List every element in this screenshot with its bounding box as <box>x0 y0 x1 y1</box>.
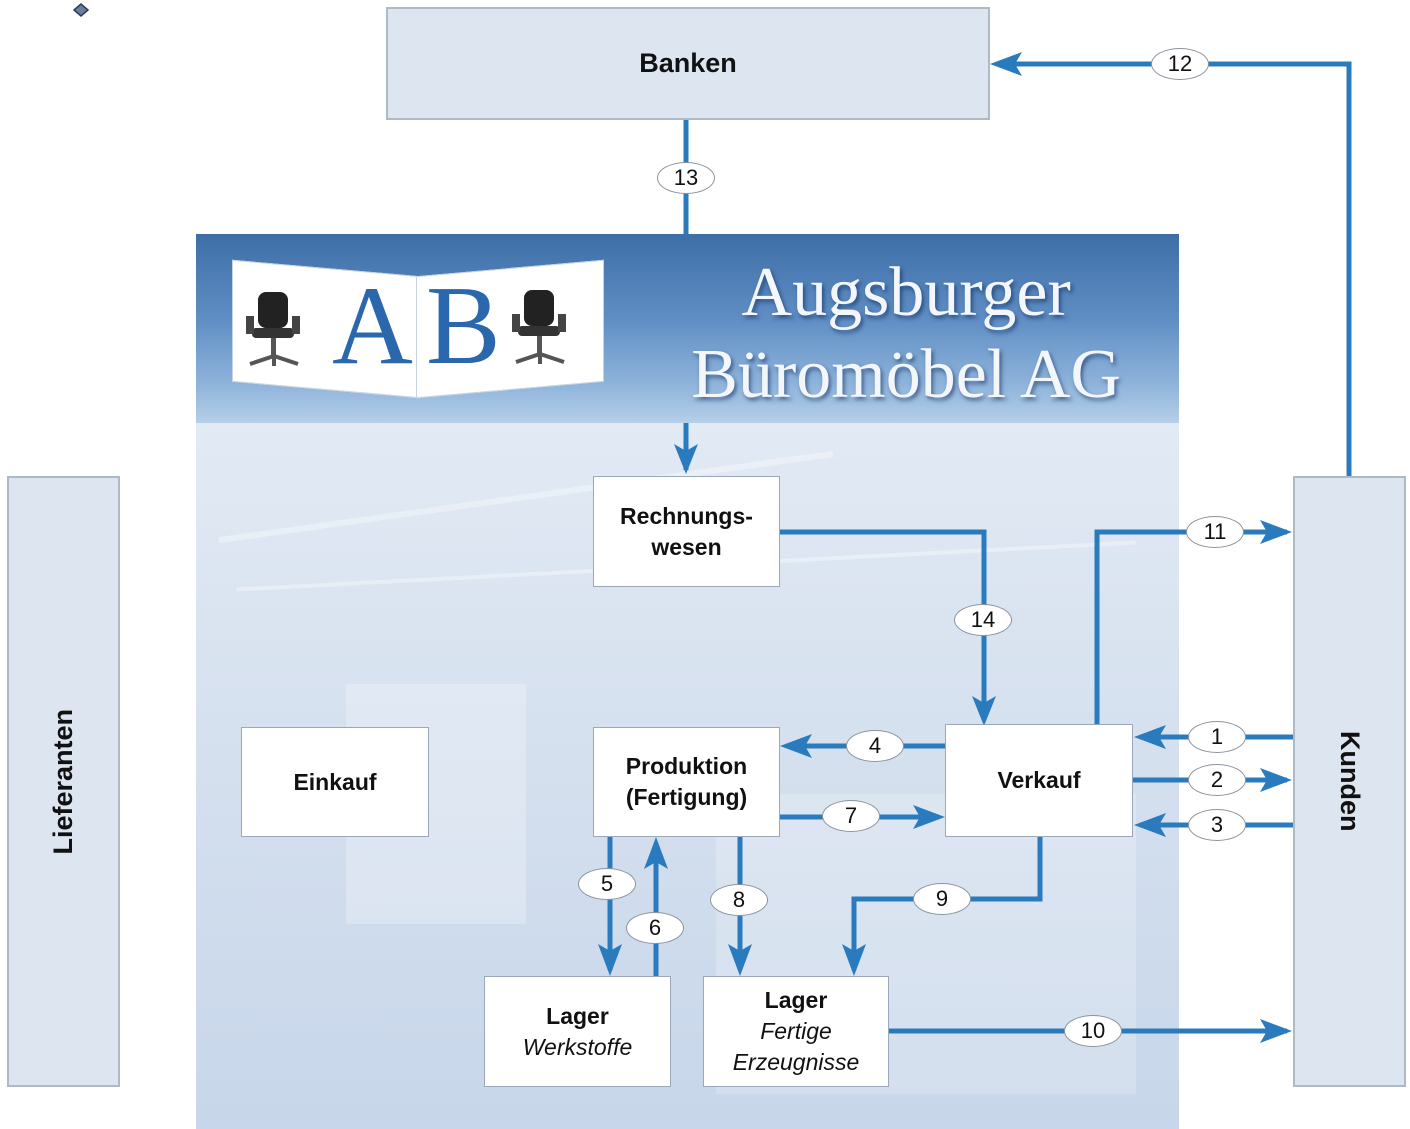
arrowhead-4 <box>780 734 812 758</box>
lager-werkstoffe-title: Lager <box>546 1002 609 1029</box>
einkauf-label: Einkauf <box>293 768 377 795</box>
flow-label-6: 6 <box>626 912 684 944</box>
corner-marker-icon <box>72 3 90 17</box>
flow-label-14: 14 <box>954 604 1012 636</box>
company-area: A B Augsburger Büromöbel AG <box>196 234 1179 1129</box>
arrowhead-14 <box>972 696 996 726</box>
flow-11 <box>1094 529 1287 724</box>
arrowhead-2 <box>1260 768 1292 792</box>
flow-label-4: 4 <box>846 730 904 762</box>
flow-label-9: 9 <box>913 883 971 915</box>
company-name: Augsburger Büromöbel AG <box>691 252 1121 416</box>
lager-fertige-sub-1: Fertige <box>760 1018 832 1044</box>
flow-12 <box>998 61 1352 476</box>
flow-14 <box>780 529 987 720</box>
office-chair-icon <box>512 290 566 364</box>
flow-label-13: 13 <box>657 162 715 194</box>
arrowhead-9 <box>842 944 866 976</box>
flow-label-1: 1 <box>1188 721 1246 753</box>
arrowhead-10 <box>1260 1019 1292 1043</box>
company-name-line1: Augsburger <box>741 254 1071 331</box>
produktion-label-2: (Fertigung) <box>625 784 748 810</box>
rechnungswesen-label: Rechnungs- wesen <box>620 502 753 560</box>
arrowhead-11 <box>1260 520 1292 544</box>
company-name-line2: Büromöbel AG <box>691 336 1121 413</box>
rechnungswesen-box: Rechnungs- wesen <box>593 476 780 587</box>
lager-fertige-title: Lager <box>764 987 828 1013</box>
arrowhead-12 <box>990 52 1022 76</box>
company-logo: A B <box>228 248 606 408</box>
arrowhead-8 <box>728 944 752 976</box>
arrowhead-7 <box>913 805 945 829</box>
flow-label-8: 8 <box>710 884 768 916</box>
office-chair-icon <box>246 292 300 366</box>
kunden-label: Kunden <box>1335 731 1365 832</box>
flow-label-7: 7 <box>822 800 880 832</box>
logo-letter-b: B <box>426 264 501 388</box>
lager-fertige-box: Lager Fertige Erzeugnisse <box>703 976 889 1087</box>
banken-label: Banken <box>639 48 737 78</box>
verkauf-label: Verkauf <box>997 767 1081 793</box>
lager-werkstoffe-box: Lager Werkstoffe <box>484 976 671 1087</box>
flow-label-2: 2 <box>1188 764 1246 796</box>
arrowhead-6 <box>644 837 668 869</box>
flow-label-11: 11 <box>1186 516 1244 548</box>
arrowhead-5 <box>598 944 622 976</box>
produktion-label-1: Produktion <box>625 753 748 779</box>
arrowhead-3 <box>1134 813 1166 837</box>
flow-label-3: 3 <box>1188 809 1246 841</box>
verkauf-box: Verkauf <box>945 724 1133 837</box>
lieferanten-box: Lieferanten <box>7 476 120 1087</box>
banken-box: Banken <box>386 7 990 120</box>
produktion-box: Produktion (Fertigung) <box>593 727 780 837</box>
flow-label-5: 5 <box>578 868 636 900</box>
lager-fertige-sub-2: Erzeugnisse <box>732 1049 860 1075</box>
einkauf-box: Einkauf <box>241 727 429 837</box>
arrowhead-13 <box>674 444 698 474</box>
flow-label-12: 12 <box>1151 48 1209 80</box>
logo-letter-a: A <box>332 264 413 388</box>
arrowhead-1 <box>1134 725 1166 749</box>
company-banner: A B Augsburger Büromöbel AG <box>196 234 1179 423</box>
flow-label-10: 10 <box>1064 1015 1122 1047</box>
kunden-box: Kunden <box>1293 476 1406 1087</box>
lager-werkstoffe-sub: Werkstoffe <box>522 1033 633 1060</box>
